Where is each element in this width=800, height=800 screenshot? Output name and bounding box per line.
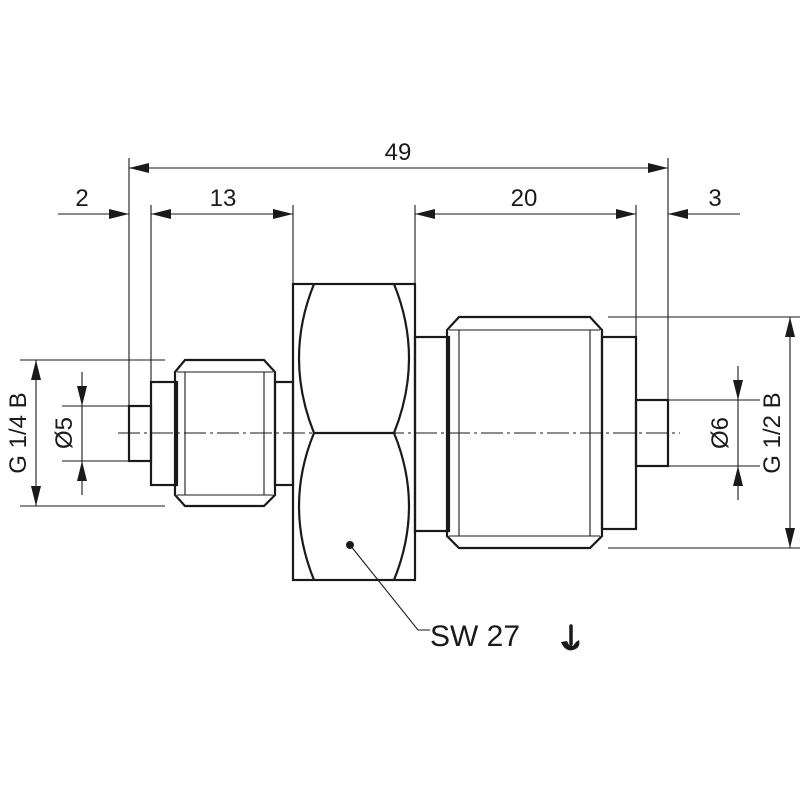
dim-left-thread-length-label: 13 [210, 185, 237, 212]
right-thread-section [445, 315, 604, 550]
dim-left-tip-label: 2 [75, 185, 88, 212]
hex-face-lower [297, 432, 411, 581]
wrench-icon [561, 624, 580, 651]
extension-lines [20, 158, 800, 549]
dim-right-thread-label: G 1/2 B [759, 392, 786, 473]
dimension-lines [31, 163, 795, 548]
left-thread-section [173, 358, 277, 508]
dim-right-thread-length-label: 20 [511, 185, 538, 212]
right-collar [413, 335, 451, 533]
part-outline [118, 282, 680, 582]
dim-left-bore-label: Ø5 [51, 417, 78, 449]
dim-right-bore-label: Ø6 [707, 417, 734, 449]
dim-overall-label: 49 [385, 139, 412, 166]
wrench-size-callout: SW 27 [346, 541, 580, 653]
hex-face-upper [297, 283, 411, 435]
wrench-size-label: SW 27 [430, 620, 520, 653]
dim-right-tip-label: 3 [708, 185, 721, 212]
dim-left-thread-label: G 1/4 B [5, 392, 32, 473]
